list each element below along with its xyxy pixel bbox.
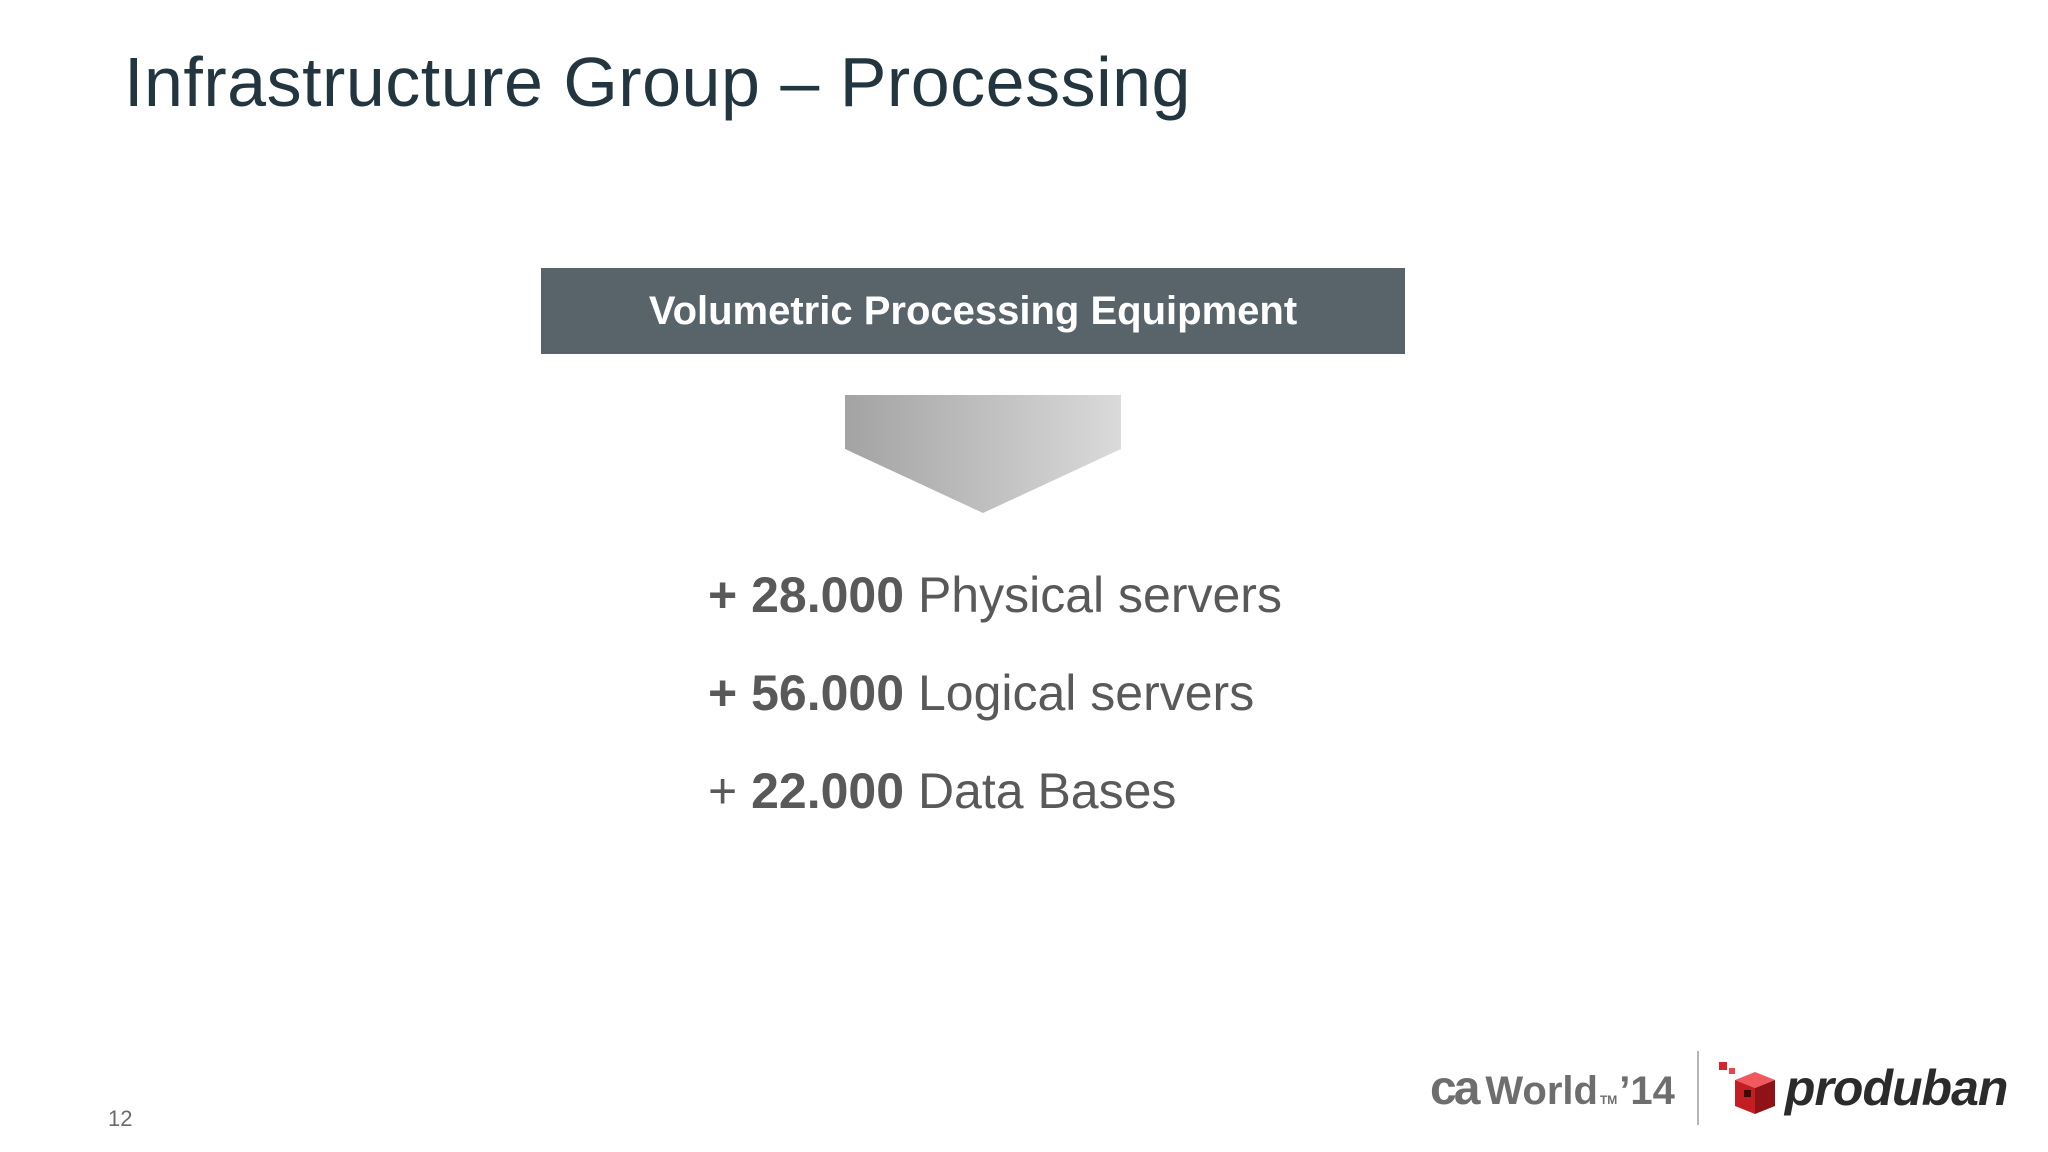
footer-logos: ca World TM ’14 produban bbox=[1430, 1046, 2008, 1130]
down-arrow-icon bbox=[845, 395, 1121, 513]
produban-logo: produban bbox=[1717, 1058, 2008, 1118]
header-box-label: Volumetric Processing Equipment bbox=[648, 288, 1298, 333]
ca-world-logo: ca World TM ’14 bbox=[1430, 1061, 1675, 1116]
trademark-mark: TM bbox=[1599, 1092, 1618, 1107]
stat-value: 22.000 bbox=[751, 763, 905, 819]
page-number: 12 bbox=[108, 1106, 133, 1131]
ca-logo-mark: ca bbox=[1430, 1061, 1480, 1115]
stat-value: 56.000 bbox=[751, 665, 905, 721]
stat-value: 28.000 bbox=[751, 567, 905, 623]
logo-divider bbox=[1696, 1051, 1699, 1125]
slide-title: Infrastructure Group – Processing bbox=[124, 43, 1191, 121]
stat-label: Data Bases bbox=[917, 763, 1177, 819]
stat-label: Logical servers bbox=[917, 665, 1255, 721]
stat-label: Physical servers bbox=[917, 567, 1282, 623]
stat-prefix: + bbox=[708, 567, 738, 623]
stat-row-data-bases: + 22.000 Data Bases bbox=[708, 756, 1282, 854]
stat-row-physical-servers: + 28.000 Physical servers bbox=[708, 560, 1282, 658]
red-cube-icon bbox=[1718, 1062, 1775, 1114]
produban-wordmark: produban bbox=[1784, 1060, 2009, 1116]
volumetric-header-box: Volumetric Processing Equipment bbox=[541, 268, 1405, 354]
world-text: World bbox=[1485, 1068, 1598, 1113]
year-text: ’14 bbox=[1619, 1068, 1675, 1113]
stat-prefix: + bbox=[708, 665, 738, 721]
stat-row-logical-servers: + 56.000 Logical servers bbox=[708, 658, 1282, 756]
stats-list: + 28.000 Physical servers + 56.000 Logic… bbox=[708, 560, 1282, 854]
stat-prefix: + bbox=[708, 763, 738, 819]
